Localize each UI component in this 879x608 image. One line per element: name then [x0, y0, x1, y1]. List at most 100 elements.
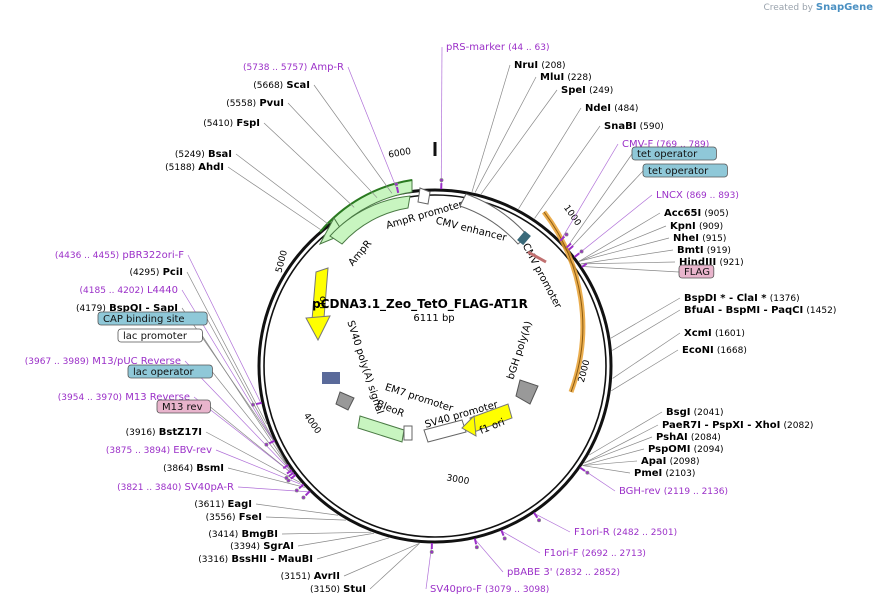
label-range-spei: (249): [589, 86, 613, 96]
label-range-m13-rev-primer: (3954 .. 3970): [58, 393, 122, 403]
label-sv40pa-r[interactable]: (3821 .. 3840) SV40pA-R: [117, 482, 234, 493]
label-fsei[interactable]: (3556) FseI: [206, 512, 262, 523]
label-fspi[interactable]: (5410) FspI: [203, 118, 260, 129]
leader-nrui: [471, 64, 511, 192]
label-econi[interactable]: EcoNI (1668): [682, 345, 747, 356]
label-nrui[interactable]: NruI (208): [514, 60, 566, 71]
label-pmei[interactable]: PmeI (2103): [634, 468, 695, 479]
label-spei[interactable]: SpeI (249): [561, 85, 613, 96]
label-pbr322ori-f[interactable]: (4436 .. 4455) pBR322ori-F: [55, 250, 184, 261]
ori-shape: [311, 267, 329, 321]
label-bmti[interactable]: BmtI (919): [677, 245, 731, 256]
label-bsshii[interactable]: (3316) BssHII - MauBI: [198, 554, 313, 565]
label-kpni[interactable]: KpnI (909): [670, 221, 723, 232]
leader-cmv-f: [560, 143, 619, 241]
ring-tick-6000: 6000: [388, 147, 413, 161]
label-amp-r[interactable]: (5738 .. 5757) Amp-R: [243, 62, 344, 73]
label-lncx[interactable]: LNCX (869 .. 893): [656, 190, 739, 201]
ring-feature-tick: [298, 483, 305, 490]
label-paer7i[interactable]: PaeR7I - PspXI - XhoI (2082): [662, 420, 813, 431]
plasmid-name: pCDNA3.1_Zeo_TetO_FLAG-AT1R: [312, 297, 528, 312]
box-flag[interactable]: [678, 264, 715, 279]
leader-bsshii: [316, 537, 390, 560]
box-cap-binding-site[interactable]: [97, 311, 208, 326]
leader-fspi: [263, 122, 355, 208]
label-range-f1ori-r: (2482 .. 2501): [613, 528, 677, 538]
ring-feature-tick: [268, 439, 276, 445]
label-cmv-f[interactable]: CMV-F (769 .. 789): [622, 139, 709, 150]
label-name-pcii: PciI: [163, 267, 183, 278]
label-name-snabi: SnaBI: [604, 121, 636, 132]
label-range-mlui: (228): [567, 73, 591, 83]
primer-mark-f1ori-r: [537, 518, 541, 523]
label-prs-marker[interactable]: pRS-marker (44 .. 63): [446, 42, 550, 53]
label-ndei[interactable]: NdeI (484): [585, 103, 638, 114]
label-bspdi[interactable]: BspDI * - ClaI * (1376): [684, 293, 800, 304]
ring-feature-tick: [255, 401, 263, 406]
label-name-m13puc-rev: M13/pUC Reverse: [92, 356, 181, 367]
label-range-acc65i: (905): [704, 209, 728, 219]
label-scai[interactable]: (5668) ScaI: [253, 80, 310, 91]
label-nhei[interactable]: NheI (915): [673, 233, 726, 244]
label-bstz17i[interactable]: (3916) BstZ17I: [126, 427, 202, 438]
label-ahdi[interactable]: (5188) AhdI: [165, 162, 224, 173]
label-pcii[interactable]: (4295) PciI: [129, 267, 183, 278]
label-name-pbr322ori-f: pBR322ori-F: [122, 250, 184, 261]
label-bmgbi[interactable]: (3414) BmgBI: [208, 529, 278, 540]
label-stui[interactable]: (3150) StuI: [310, 584, 366, 595]
label-f1ori-r[interactable]: F1ori-R (2482 .. 2501): [574, 527, 677, 538]
ring-tick-4000: 4000: [301, 411, 322, 436]
label-bspqi[interactable]: (4179) BspQI - SapI: [76, 303, 178, 314]
em7-promoter-box: [403, 425, 413, 441]
box-lac-operator[interactable]: [127, 364, 213, 379]
label-pbabe3[interactable]: pBABE 3' (2832 .. 2852): [507, 567, 620, 578]
leader-pbabe3: [474, 539, 504, 573]
bleor-label: BleoR: [375, 399, 406, 420]
box-m13-rev-feature[interactable]: [156, 399, 211, 414]
box-tet-operator-2[interactable]: [642, 163, 728, 178]
box-tet-operator-1[interactable]: [631, 146, 717, 161]
label-eagi[interactable]: (3611) EagI: [194, 499, 252, 510]
leader-fsei: [265, 516, 347, 521]
leader-mlui: [474, 76, 537, 193]
label-m13-rev-primer[interactable]: (3954 .. 3970) M13 Reverse: [58, 392, 190, 403]
label-mlui[interactable]: MluI (228): [540, 72, 592, 83]
label-xcmi[interactable]: XcmI (1601): [684, 328, 745, 339]
label-range-eagi: (3611): [194, 500, 224, 510]
label-name-cmv-f: CMV-F: [622, 139, 653, 150]
label-avrii[interactable]: (3151) AvrII: [281, 571, 340, 582]
primer-mark-cmv-f: [564, 232, 569, 237]
label-bfuai[interactable]: BfuAI - BspMI - PaqCI (1452): [684, 305, 836, 316]
label-bsgi[interactable]: BsgI (2041): [666, 407, 724, 418]
label-l4440[interactable]: (4185 .. 4202) L4440: [80, 285, 179, 296]
ring-feature-tick: [565, 242, 572, 249]
label-range-kpni: (909): [699, 222, 723, 232]
label-range-pvui: (5558): [226, 99, 256, 109]
label-hindiii[interactable]: HindIII (921): [679, 257, 744, 268]
label-ebv-rev[interactable]: (3875 .. 3894) EBV-rev: [106, 445, 212, 456]
box-label-tet-operator-2: tet operator: [648, 166, 709, 177]
label-bsai[interactable]: (5249) BsaI: [175, 149, 232, 160]
label-snabi[interactable]: SnaBI (590): [604, 121, 664, 132]
label-apai[interactable]: ApaI (2098): [641, 456, 700, 467]
label-sgrai[interactable]: (3394) SgrAI: [230, 541, 294, 552]
label-pvui[interactable]: (5558) PvuI: [226, 98, 284, 109]
label-range-bgh-rev: (2119 .. 2136): [664, 487, 728, 497]
label-sv40pro-f[interactable]: SV40pro-F (3079 .. 3098): [430, 584, 549, 595]
label-range-sv40pa-r: (3821 .. 3840): [117, 483, 181, 493]
label-bsmi[interactable]: (3864) BsmI: [163, 463, 224, 474]
label-range-bsgi: (2041): [694, 408, 724, 418]
label-m13puc-rev[interactable]: (3967 .. 3989) M13/pUC Reverse: [25, 356, 181, 367]
label-pspomi[interactable]: PspOMI (2094): [648, 444, 724, 455]
label-range-cmv-f: (769 .. 789): [656, 140, 709, 150]
leader-lac-operator: [212, 371, 292, 471]
label-range-sgrai: (3394): [230, 542, 260, 552]
label-name-spei: SpeI: [561, 85, 586, 96]
label-range-bstz17i: (3916): [126, 428, 156, 438]
ring-feature-tick: [473, 538, 478, 545]
box-lac-promoter[interactable]: [117, 328, 203, 343]
label-bgh-rev[interactable]: BGH-rev (2119 .. 2136): [619, 486, 728, 497]
label-f1ori-f[interactable]: F1ori-F (2692 .. 2713): [544, 548, 646, 559]
label-acc65i[interactable]: Acc65I (905): [664, 208, 729, 219]
label-pshai[interactable]: PshAI (2084): [656, 432, 721, 443]
